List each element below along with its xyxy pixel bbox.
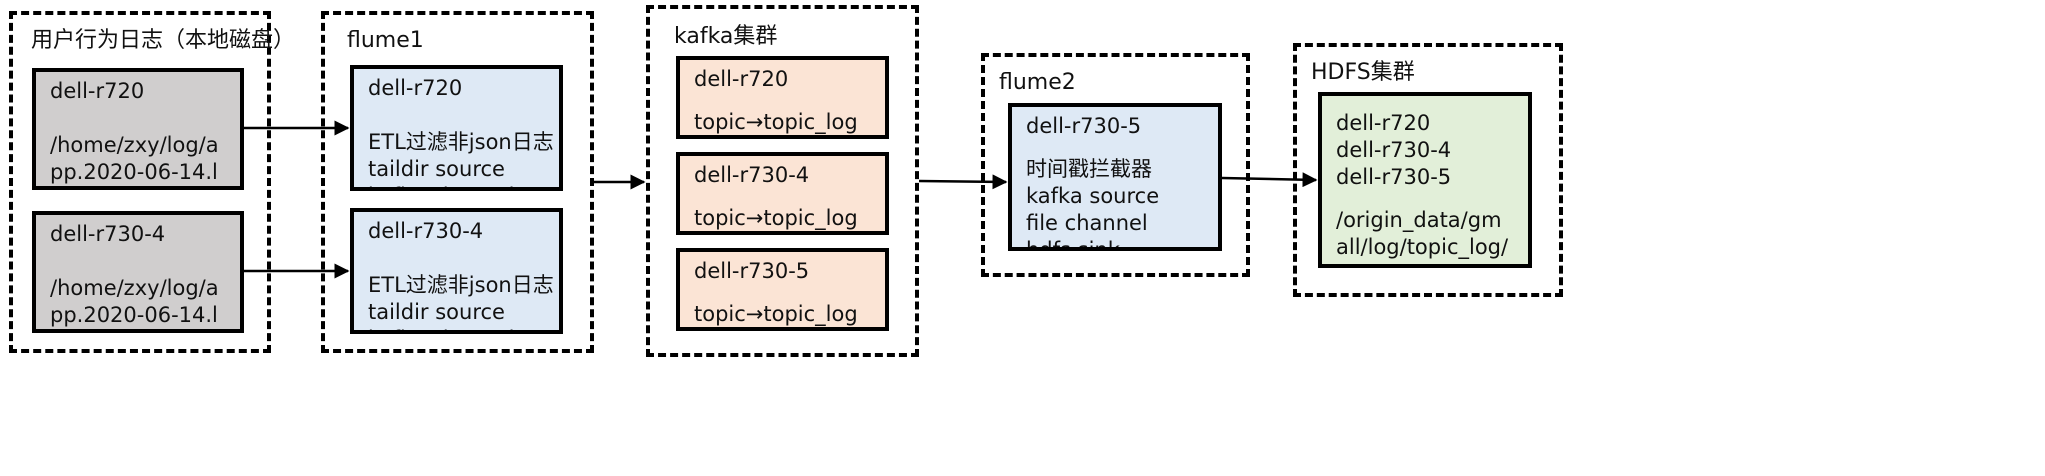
arrow-flume2-to-hdfs: [1221, 172, 1318, 188]
hdfs-node: dell-r720 dell-r730-4 dell-r730-5 /origi…: [1318, 92, 1532, 268]
node-host: dell-r730-5: [1026, 114, 1142, 138]
flume2-group-title: flume2: [999, 70, 1076, 95]
hdfs-group-title: HDFS集群: [1311, 60, 1415, 85]
hdfs-group: HDFS集群: [1293, 43, 1563, 297]
kafka-group-title: kafka集群: [674, 24, 778, 49]
node-host: dell-r720: [368, 76, 463, 100]
channel-label: file channel: [1026, 211, 1148, 235]
flume2-node-dell-r730-5: dell-r730-5 时间戳拦截器 kafka source file cha…: [1008, 103, 1222, 251]
channel-label: kafka channel: [368, 326, 545, 330]
timestamp-interceptor-label: 时间戳拦截器: [1026, 157, 1152, 181]
node-host: dell-r730-4: [50, 222, 166, 246]
topic-label: topic→topic_log: [694, 302, 858, 326]
arrow-kafka-to-flume2: [918, 174, 1008, 190]
etl-filter-label: ETL过滤非json日志: [368, 130, 554, 154]
node-host: dell-r720: [50, 79, 145, 103]
kafka-node-dell-r730-5: dell-r730-5 topic→topic_log: [676, 248, 889, 331]
node-host: dell-r730-5: [694, 259, 810, 283]
etl-filter-label: ETL过滤非json日志: [368, 273, 554, 297]
flume1-node-dell-r720: dell-r720 ETL过滤非json日志 taildir source ka…: [350, 65, 563, 191]
log-path: /home/zxy/log/app.2020-06-14.log: [50, 276, 219, 327]
kafka-node-dell-r730-4: dell-r730-4 topic→topic_log: [676, 152, 889, 235]
node-host: dell-r720: [694, 67, 789, 91]
topic-label: topic→topic_log: [694, 110, 858, 134]
hdfs-path: /origin_data/gmall/log/topic_log/2020-06…: [1336, 208, 1509, 264]
log-node-dell-r720: dell-r720 /home/zxy/log/app.2020-06-14.l…: [32, 68, 244, 190]
flume2-group: flume2: [981, 53, 1250, 277]
flume1-group: flume1: [321, 11, 594, 353]
channel-label: kafka channel: [368, 183, 545, 187]
source-label: taildir source: [368, 157, 505, 181]
log-group: 用户行为日志（本地磁盘）: [9, 11, 295, 353]
source-label: taildir source: [368, 300, 505, 324]
log-group-title: 用户行为日志（本地磁盘）: [31, 28, 296, 53]
kafka-group: kafka集群: [646, 5, 919, 357]
node-host: dell-r730-4: [1336, 138, 1452, 162]
node-host: dell-r730-4: [368, 219, 484, 243]
log-path: /home/zxy/log/app.2020-06-14.log: [50, 133, 219, 184]
source-label: kafka source: [1026, 184, 1160, 208]
sink-label: hdfs sink: [1026, 238, 1120, 251]
log-node-dell-r730-4: dell-r730-4 /home/zxy/log/app.2020-06-14…: [32, 211, 244, 333]
kafka-node-dell-r720: dell-r720 topic→topic_log: [676, 56, 889, 139]
topic-label: topic→topic_log: [694, 206, 858, 230]
node-host: dell-r730-4: [694, 163, 810, 187]
node-host: dell-r730-5: [1336, 165, 1452, 189]
flume1-node-dell-r730-4: dell-r730-4 ETL过滤非json日志 taildir source …: [350, 208, 563, 334]
node-host: dell-r720: [1336, 111, 1431, 135]
flume1-group-title: flume1: [347, 28, 424, 53]
